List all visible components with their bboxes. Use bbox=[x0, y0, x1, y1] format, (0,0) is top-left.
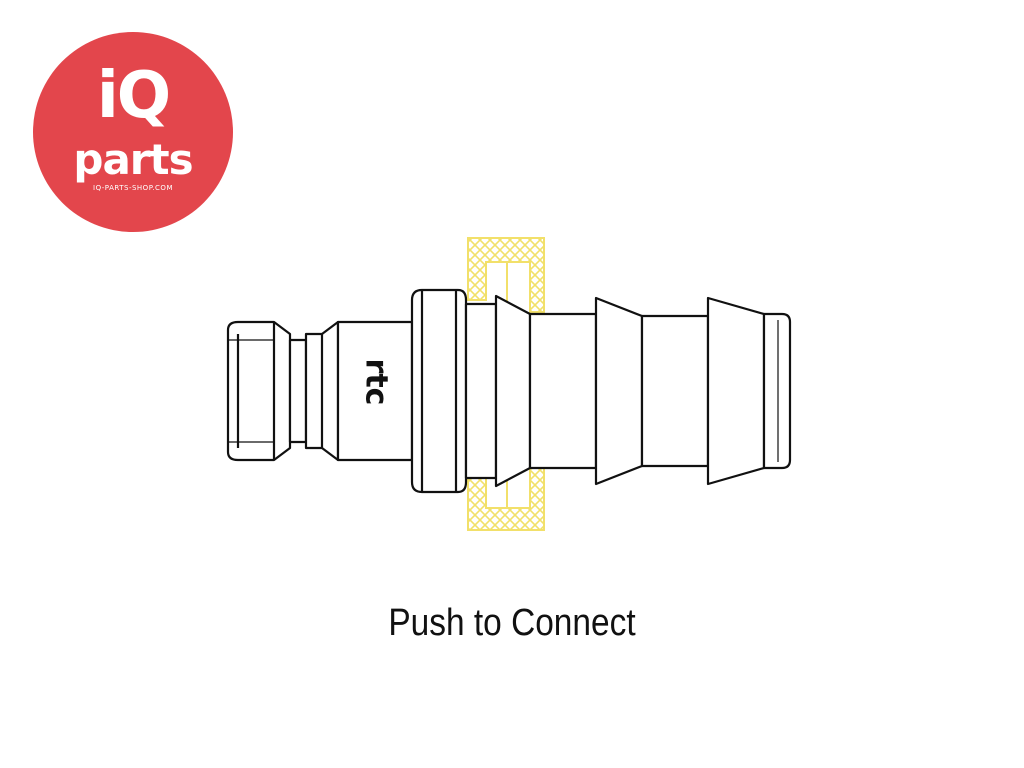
coupling-plug-body bbox=[226, 288, 792, 494]
shank-2 bbox=[640, 314, 710, 468]
barb-1 bbox=[494, 294, 532, 488]
barb-3 bbox=[706, 296, 766, 486]
plug-neck bbox=[288, 338, 308, 444]
hex-nut bbox=[410, 288, 468, 494]
tail-end bbox=[762, 312, 792, 470]
logo-brand-parts: parts bbox=[73, 135, 193, 184]
barb-neck bbox=[464, 302, 498, 480]
iq-parts-logo: iQ parts IQ-PARTS-SHOP.COM bbox=[33, 32, 233, 232]
logo-brand-iq: iQ bbox=[96, 59, 171, 133]
barb-2 bbox=[594, 296, 644, 486]
caption: Push to Connect bbox=[388, 602, 636, 644]
logo-website: IQ-PARTS-SHOP.COM bbox=[93, 184, 173, 192]
shank-1 bbox=[528, 312, 598, 470]
body-stamp-text: rtc bbox=[359, 359, 394, 406]
